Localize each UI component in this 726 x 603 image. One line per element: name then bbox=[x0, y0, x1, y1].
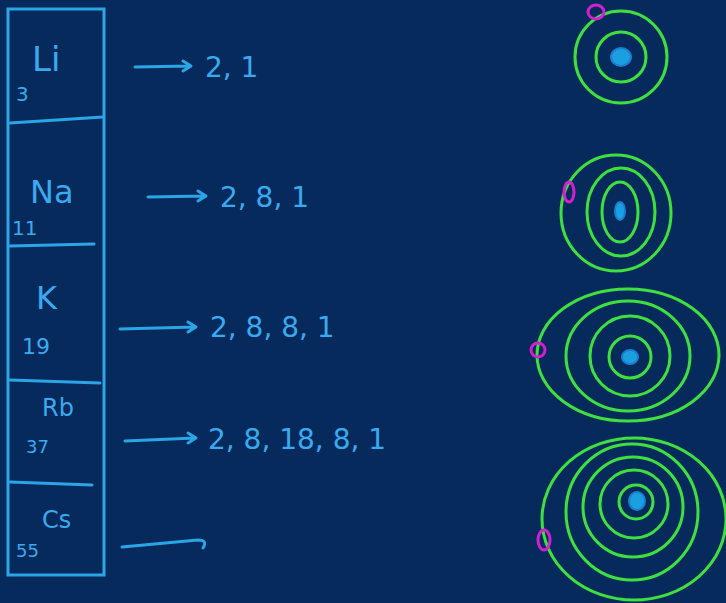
element-symbol: Na bbox=[30, 176, 74, 208]
element-symbol: Li bbox=[32, 42, 60, 76]
atomic-number: 55 bbox=[16, 542, 39, 560]
cell-divider bbox=[10, 244, 94, 246]
element-cell: Na 11 bbox=[10, 124, 102, 242]
arrow bbox=[148, 191, 206, 201]
element-symbol: Rb bbox=[42, 396, 74, 420]
arrow bbox=[125, 433, 196, 443]
element-symbol: Cs bbox=[42, 508, 71, 532]
arrow bbox=[135, 61, 191, 71]
atom-sodium bbox=[561, 155, 671, 271]
arrows bbox=[120, 61, 206, 548]
cell-divider bbox=[10, 482, 92, 485]
element-cell: Cs55 bbox=[10, 488, 102, 572]
atom-potassium bbox=[531, 289, 719, 421]
arrow bbox=[122, 540, 205, 548]
electron-configuration: 2, 8, 18, 8, 1 bbox=[208, 426, 386, 454]
cell-divider bbox=[10, 380, 100, 383]
element-cell: Rb 37 bbox=[10, 386, 102, 480]
atom-lithium bbox=[575, 5, 667, 103]
cell-divider bbox=[10, 117, 103, 123]
element-symbol: K bbox=[36, 282, 57, 314]
electron-configuration: 2, 8, 1 bbox=[220, 184, 309, 212]
arrow bbox=[120, 322, 196, 332]
atomic-number: 3 bbox=[16, 84, 29, 104]
column-box bbox=[8, 9, 104, 575]
electron-configuration: 2, 8, 8, 1 bbox=[210, 314, 335, 342]
atomic-number: 19 bbox=[22, 336, 50, 358]
element-cell: K 19 bbox=[10, 248, 102, 378]
atomic-number: 37 bbox=[26, 438, 49, 456]
atom-rubidium bbox=[538, 438, 726, 600]
electron-configuration: 2, 1 bbox=[205, 54, 258, 82]
element-column bbox=[8, 9, 104, 575]
element-cell: Li3 bbox=[10, 12, 102, 118]
atomic-number: 11 bbox=[12, 218, 37, 238]
